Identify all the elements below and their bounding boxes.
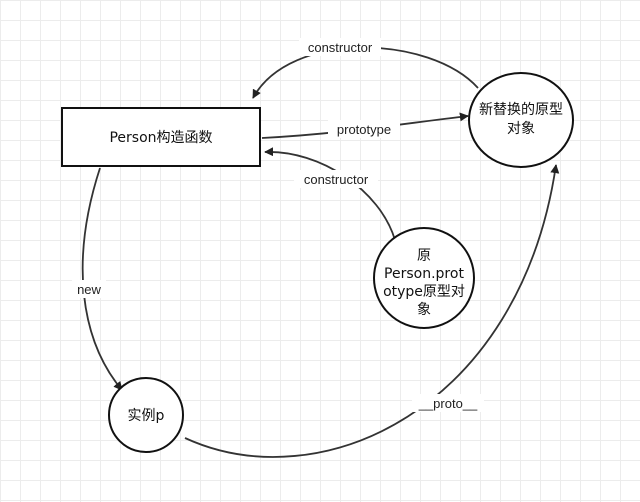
edge-label-new-group: new	[72, 280, 106, 298]
node-person-constructor: Person构造函数	[61, 107, 261, 167]
original-prototype-line-1: 原	[417, 248, 431, 264]
original-prototype-line-4: 象	[417, 302, 431, 318]
edge-label-proto-group: __proto__	[412, 394, 484, 412]
edge-label-proto: __proto__	[418, 396, 478, 411]
original-prototype-line-2: Person.prot	[384, 266, 464, 282]
node-instance-p: 实例p	[108, 377, 184, 453]
edge-constructor-mid	[264, 147, 396, 241]
edge-label-constructor-top: constructor	[308, 40, 373, 55]
original-prototype-circle	[373, 227, 475, 329]
new-prototype-line-1: 新替换的原型	[479, 101, 563, 118]
edge-label-prototype: prototype	[337, 122, 391, 137]
original-prototype-line-3: otype原型对	[383, 284, 465, 300]
node-new-prototype: 新替换的原型 对象	[468, 72, 574, 168]
edge-label-prototype-group: prototype	[328, 120, 400, 138]
person-label: Person构造函数	[109, 130, 212, 146]
edge-label-new: new	[77, 282, 101, 297]
edge-label-constructor-mid: constructor	[304, 172, 369, 187]
node-original-prototype: 原 Person.prot otype原型对 象	[373, 227, 475, 329]
new-prototype-circle	[468, 72, 574, 168]
edge-label-constructor-mid-group: constructor	[294, 170, 378, 188]
edge-proto	[184, 164, 560, 458]
instance-circle	[108, 377, 184, 453]
new-prototype-line-2: 对象	[507, 121, 535, 137]
person-box	[61, 107, 261, 167]
edge-label-constructor-top-group: constructor	[299, 38, 381, 56]
instance-label: 实例p	[128, 408, 165, 424]
edge-new	[81, 167, 123, 391]
